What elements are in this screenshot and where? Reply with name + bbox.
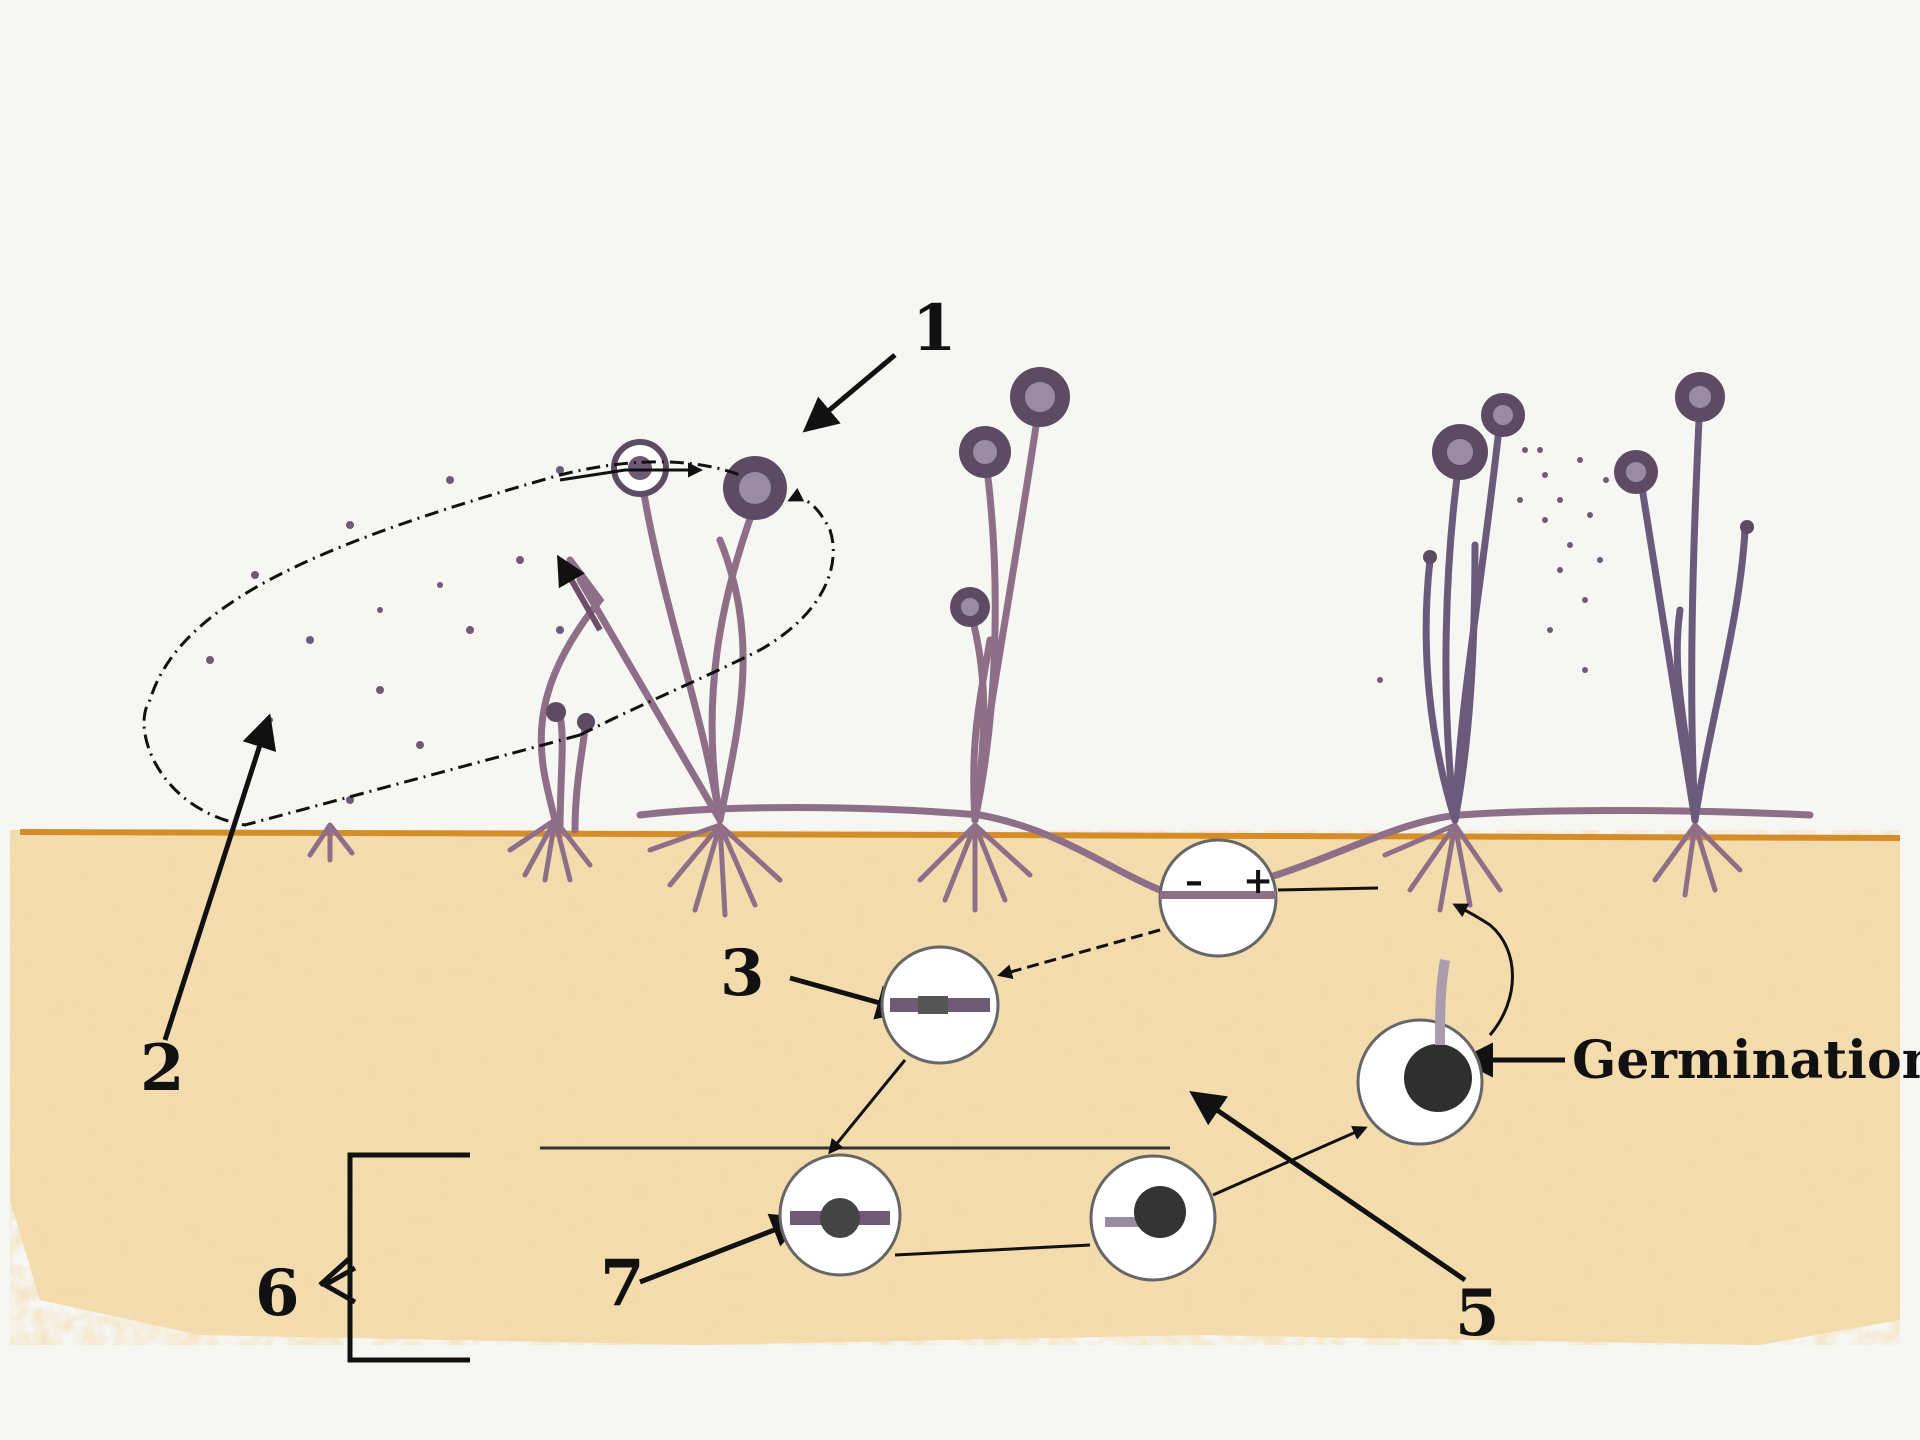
sporangium <box>1740 520 1754 534</box>
label-2: 2 <box>140 1031 185 1106</box>
label-6: 6 <box>255 1256 300 1331</box>
progametangia-circle <box>882 947 998 1063</box>
gametangia-circle: + – <box>1160 840 1276 956</box>
plus-mating-type: + <box>1243 860 1273 902</box>
zygosporangium-circle-left <box>780 1155 900 1275</box>
label-7: 7 <box>600 1246 645 1321</box>
zygospore-circle <box>1091 1156 1215 1280</box>
label-1: 1 <box>912 291 957 366</box>
sporangium <box>1614 450 1658 494</box>
sporangium <box>1675 372 1725 422</box>
sporangium <box>723 456 787 520</box>
sporangium <box>950 587 990 627</box>
sporangium <box>1432 424 1488 480</box>
label-3: 3 <box>720 936 765 1011</box>
sporangium <box>614 442 666 494</box>
sporangium <box>959 426 1011 478</box>
sporangium <box>1481 393 1525 437</box>
minus-mating-type: – <box>1185 860 1203 902</box>
sporangium <box>546 702 566 722</box>
sporangium <box>1423 550 1437 564</box>
label-5: 5 <box>1455 1276 1500 1351</box>
label-germination: Germination <box>1572 1030 1920 1091</box>
sporangium <box>1010 367 1070 427</box>
